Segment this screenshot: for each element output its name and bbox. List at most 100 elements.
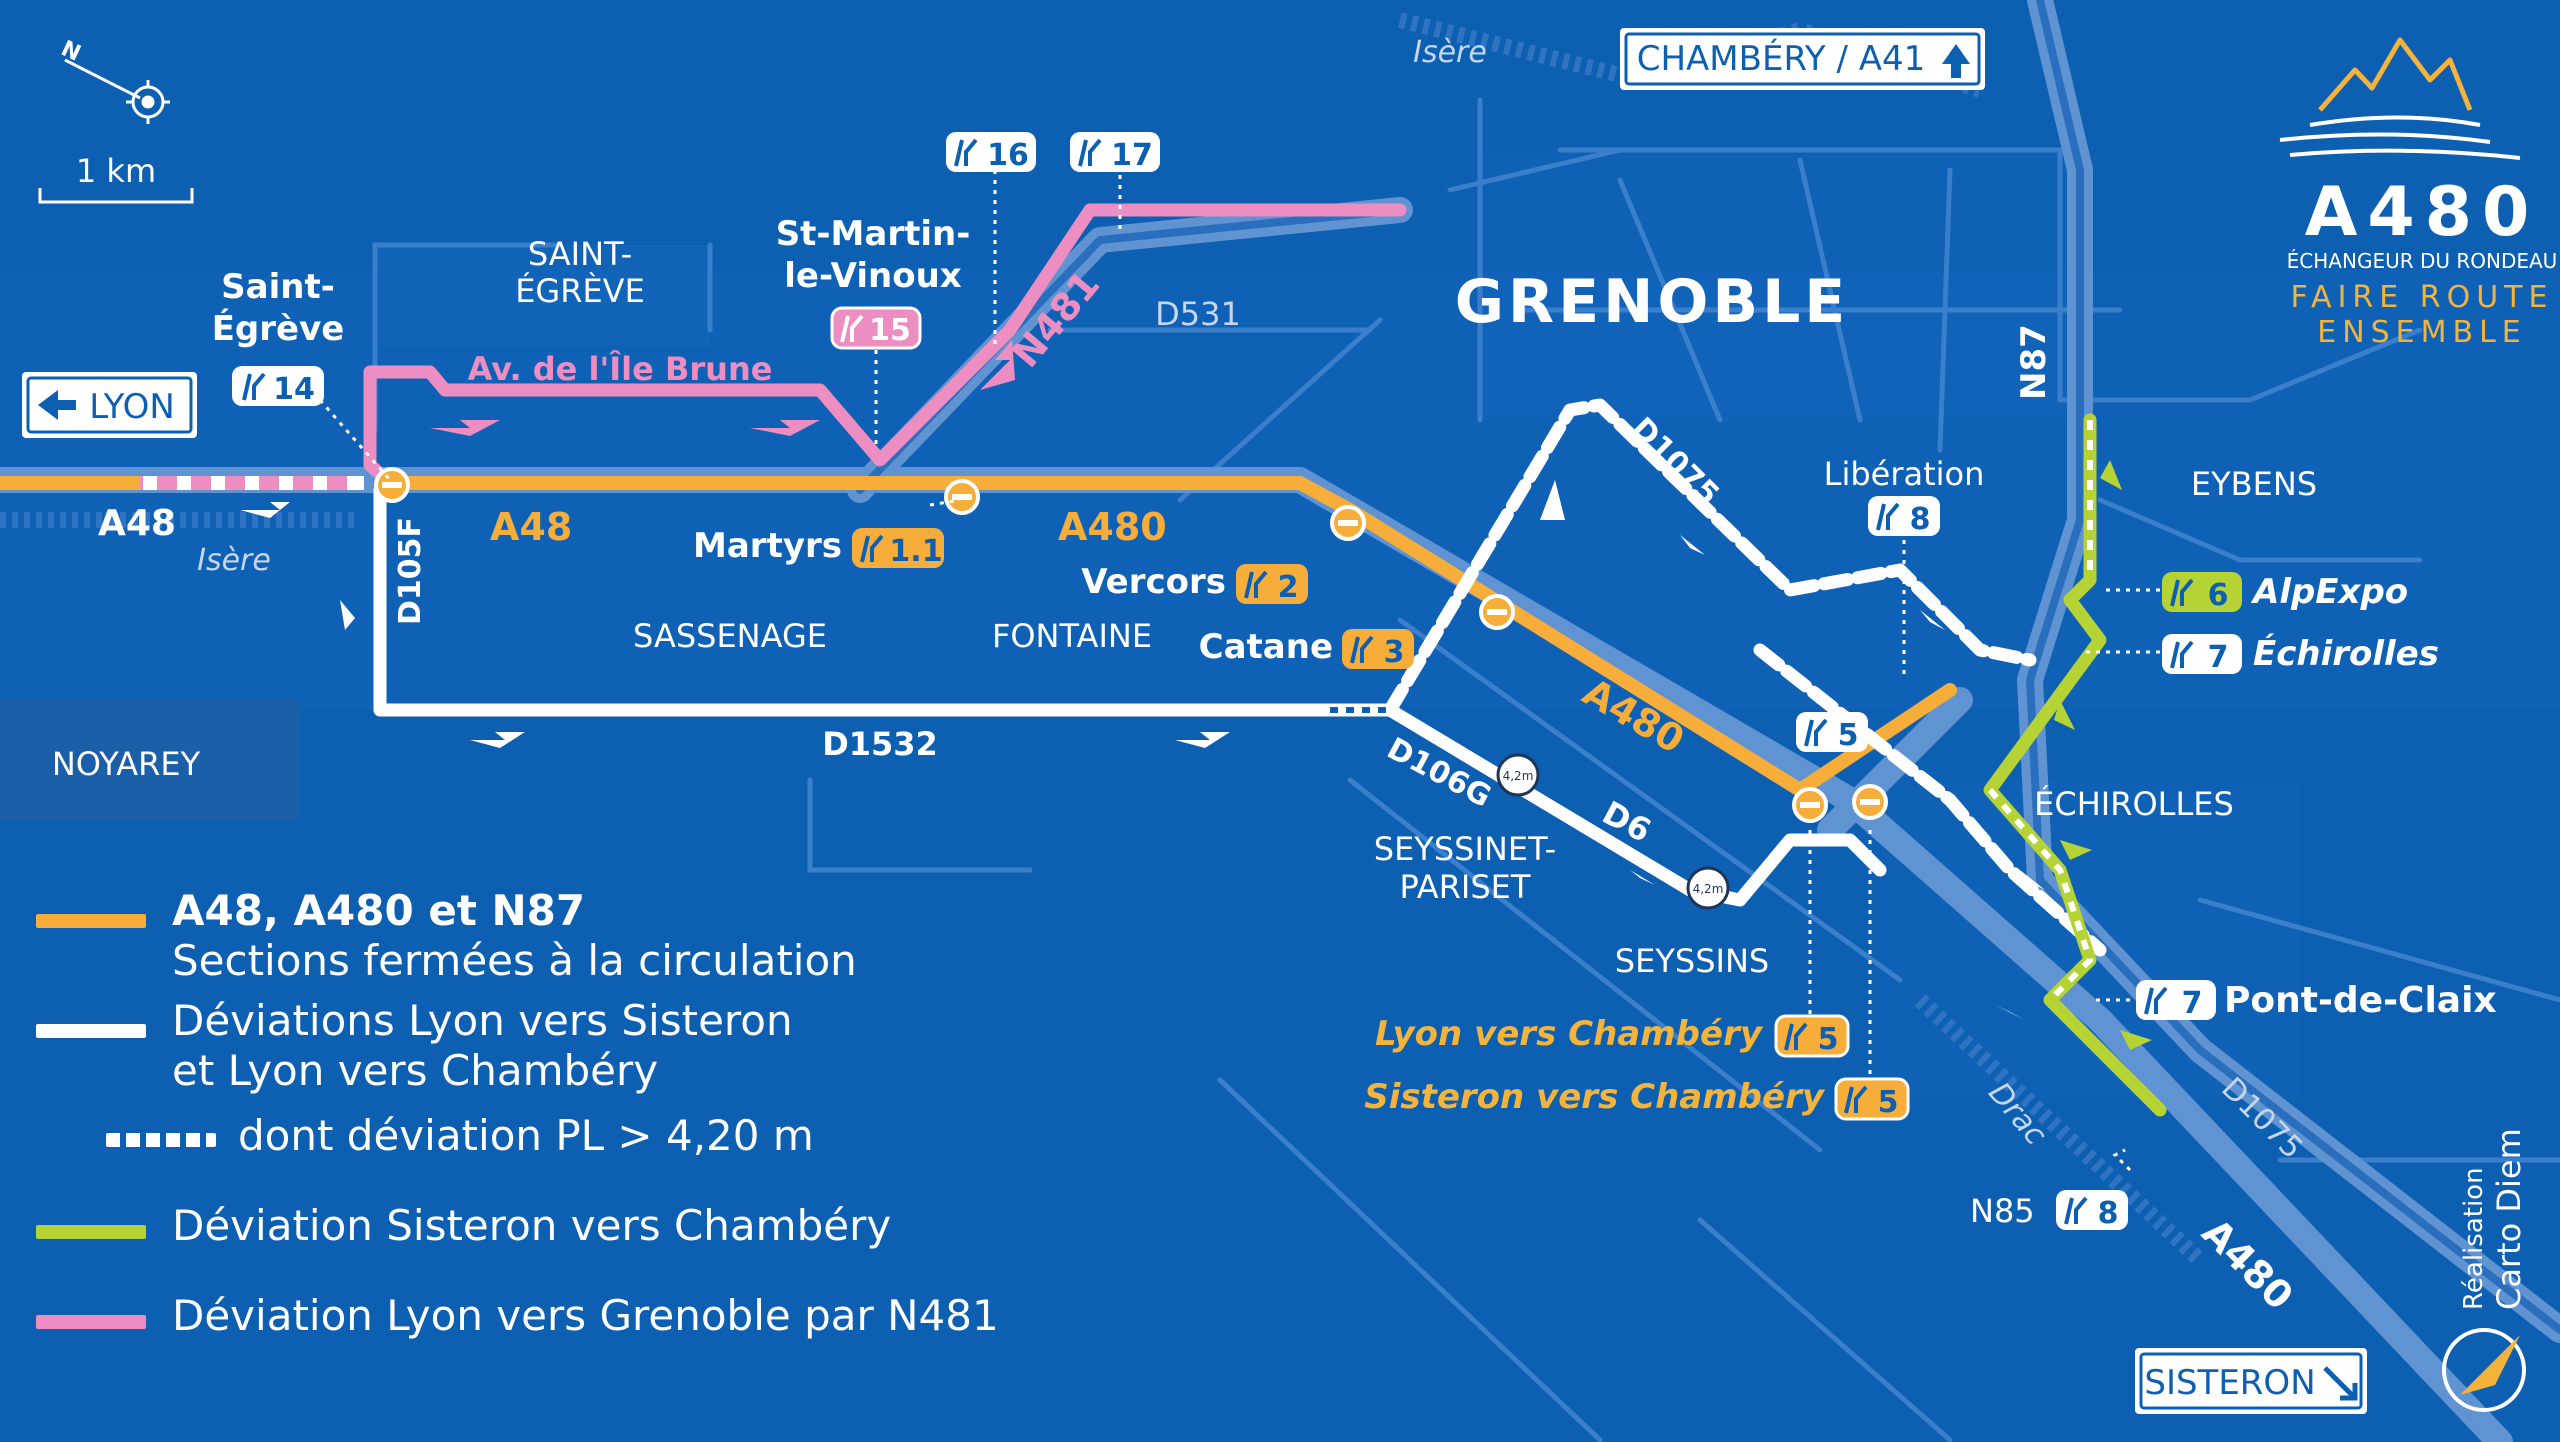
- detour-green-dash: [1987, 420, 2094, 1003]
- exit-saint-egreve-1: Saint-: [221, 267, 335, 307]
- exit-saint-egreve-2: Égrève: [212, 308, 345, 349]
- place-eybens: EYBENS: [2191, 465, 2317, 503]
- closure-markers: [374, 467, 1888, 823]
- svg-text:8: 8: [2098, 1196, 2119, 1231]
- legend-swatch-pink: [36, 1315, 146, 1329]
- exit-catane: Catane: [1199, 627, 1333, 667]
- legend-white-line1: Déviations Lyon vers Sisteron: [172, 996, 793, 1045]
- exit-badge-14: 14: [232, 366, 324, 407]
- arrow-left-icon: [38, 390, 76, 420]
- credit-line1: Réalisation: [2459, 1167, 2489, 1310]
- logo-subtitle: ÉCHANGEUR DU RONDEAU: [2287, 249, 2558, 273]
- place-sassenage: SASSENAGE: [633, 617, 827, 655]
- leader-lines: [318, 160, 2160, 1172]
- svg-text:N: N: [57, 36, 84, 66]
- place-echirolles: ÉCHIROLLES: [2034, 785, 2234, 823]
- river-isere-north: Isère: [1413, 35, 1487, 70]
- svg-text:3: 3: [1384, 635, 1405, 670]
- detour-pink-n481: [363, 203, 1407, 490]
- exit-icon: [1876, 502, 1900, 531]
- place-seyssins: SEYSSINS: [1615, 942, 1769, 980]
- legend-closed: A48, A480 et N87 Sections fermées à la c…: [36, 880, 1016, 990]
- svg-text:5: 5: [1818, 1022, 1839, 1057]
- legend-swatch-green: [36, 1225, 146, 1239]
- exit-pont-de-claix: Pont-de-Claix: [2224, 980, 2497, 1021]
- svg-text:15: 15: [869, 313, 911, 348]
- svg-text:5: 5: [1878, 1085, 1899, 1120]
- exit-echirolles: Échirolles: [2253, 633, 2439, 674]
- compass-icon: N: [57, 36, 170, 124]
- svg-text:7: 7: [2208, 640, 2229, 675]
- height-limit-label: 4,2m: [1693, 882, 1724, 896]
- svg-text:14: 14: [273, 372, 315, 407]
- legend-swatch-closed: [36, 914, 146, 928]
- exit-vercors: Vercors: [1081, 562, 1226, 602]
- exit-badge-3: 3: [1342, 629, 1414, 670]
- exit-icon: [2144, 986, 2168, 1015]
- detour-white-d1075: [1383, 398, 2037, 717]
- svg-text:17: 17: [1111, 138, 1153, 173]
- place-fontaine: FONTAINE: [992, 617, 1152, 655]
- road-d105f: D105F: [393, 517, 428, 625]
- exit-icon: [860, 534, 884, 563]
- exit-icon: [2170, 578, 2194, 607]
- exit-icon: [1784, 1022, 1808, 1051]
- legend-detour-green: Déviation Sisteron vers Chambéry: [36, 1195, 1016, 1285]
- exit-st-martin-1: St-Martin-: [776, 214, 971, 254]
- exit-badge-17: 17: [1070, 132, 1160, 173]
- carto-diem-logo-icon: [2442, 1328, 2526, 1412]
- scale-bar: 1 km: [38, 152, 194, 204]
- exit-liberation: Libération: [1824, 455, 1985, 493]
- exit-badges: 14 15 16 17 1.1 2 3: [232, 132, 2242, 1231]
- road-n87: N87: [2014, 324, 2054, 400]
- arrow-down-right-icon: [2323, 1366, 2358, 1401]
- exit-badge-5-lyon-chambery: 5: [1774, 1014, 1850, 1058]
- logo-slogan-1: FAIRE ROUTE: [2291, 280, 2554, 315]
- height-limit-label: 4,2m: [1503, 769, 1534, 783]
- direction-arrows: [240, 340, 2152, 1050]
- sign-lyon-label: LYON: [89, 387, 175, 427]
- exit-icon: [954, 138, 978, 167]
- legend-pink-text: Déviation Lyon vers Grenoble par N481: [172, 1291, 999, 1340]
- road-d531: D531: [1155, 295, 1241, 333]
- road-avenue-ile-brune: Av. de l'Île Brune: [468, 350, 773, 388]
- sign-chambery-label: CHAMBÉRY / A41: [1637, 38, 1926, 79]
- exit-badge-16: 16: [946, 132, 1036, 173]
- legend-white-line2: et Lyon vers Chambéry: [172, 1046, 659, 1095]
- exit-badge-6-alpexpo: 6: [2162, 572, 2242, 613]
- arrow-up-icon: [1942, 44, 1970, 78]
- svg-text:2: 2: [1278, 570, 1299, 605]
- logo-title: A480: [2305, 173, 2540, 252]
- exit-badge-2: 2: [1236, 564, 1308, 605]
- svg-text:16: 16: [987, 138, 1029, 173]
- legend-detour-white: Déviations Lyon vers Sisteron et Lyon ve…: [36, 990, 1016, 1105]
- exit-badge-8-liberation: 8: [1868, 496, 1940, 537]
- sign-chambery: CHAMBÉRY / A41: [1620, 28, 1985, 90]
- legend-green-text: Déviation Sisteron vers Chambéry: [172, 1201, 892, 1250]
- exit-icon: [1244, 570, 1268, 599]
- exit-icon: [1844, 1085, 1868, 1114]
- svg-text:7: 7: [2182, 986, 2203, 1021]
- scale-label: 1 km: [76, 152, 156, 190]
- road-n85: N85: [1970, 1192, 2035, 1230]
- legend-closed-sub: Sections fermées à la circulation: [172, 936, 857, 985]
- exit-icon: [840, 314, 864, 343]
- legend-swatch-white: [36, 1024, 146, 1038]
- credit-line2: Carto Diem: [2490, 1128, 2528, 1310]
- exit-icon: [1078, 138, 1102, 167]
- exit-badge-7-pont-de-claix: 7: [2136, 980, 2216, 1021]
- exit-icon: [1804, 718, 1828, 747]
- legend-detour-pink: Déviation Lyon vers Grenoble par N481: [36, 1285, 1016, 1375]
- legend-swatch-pl: [106, 1133, 216, 1147]
- legend-detour-pl: dont déviation PL > 4,20 m: [36, 1105, 1016, 1195]
- sign-lyon: LYON: [22, 372, 197, 438]
- svg-text:5: 5: [1838, 718, 1859, 753]
- svg-text:1.1: 1.1: [889, 534, 942, 569]
- exit-badge-8-n85: 8: [2056, 1190, 2128, 1231]
- legend-pl-text: dont déviation PL > 4,20 m: [238, 1111, 814, 1160]
- exit-badge-5-sisteron-chambery: 5: [1834, 1077, 1910, 1121]
- svg-text:8: 8: [1910, 502, 1931, 537]
- exit-icon: [2064, 1196, 2088, 1225]
- legend-closed-title: A48, A480 et N87: [172, 886, 586, 935]
